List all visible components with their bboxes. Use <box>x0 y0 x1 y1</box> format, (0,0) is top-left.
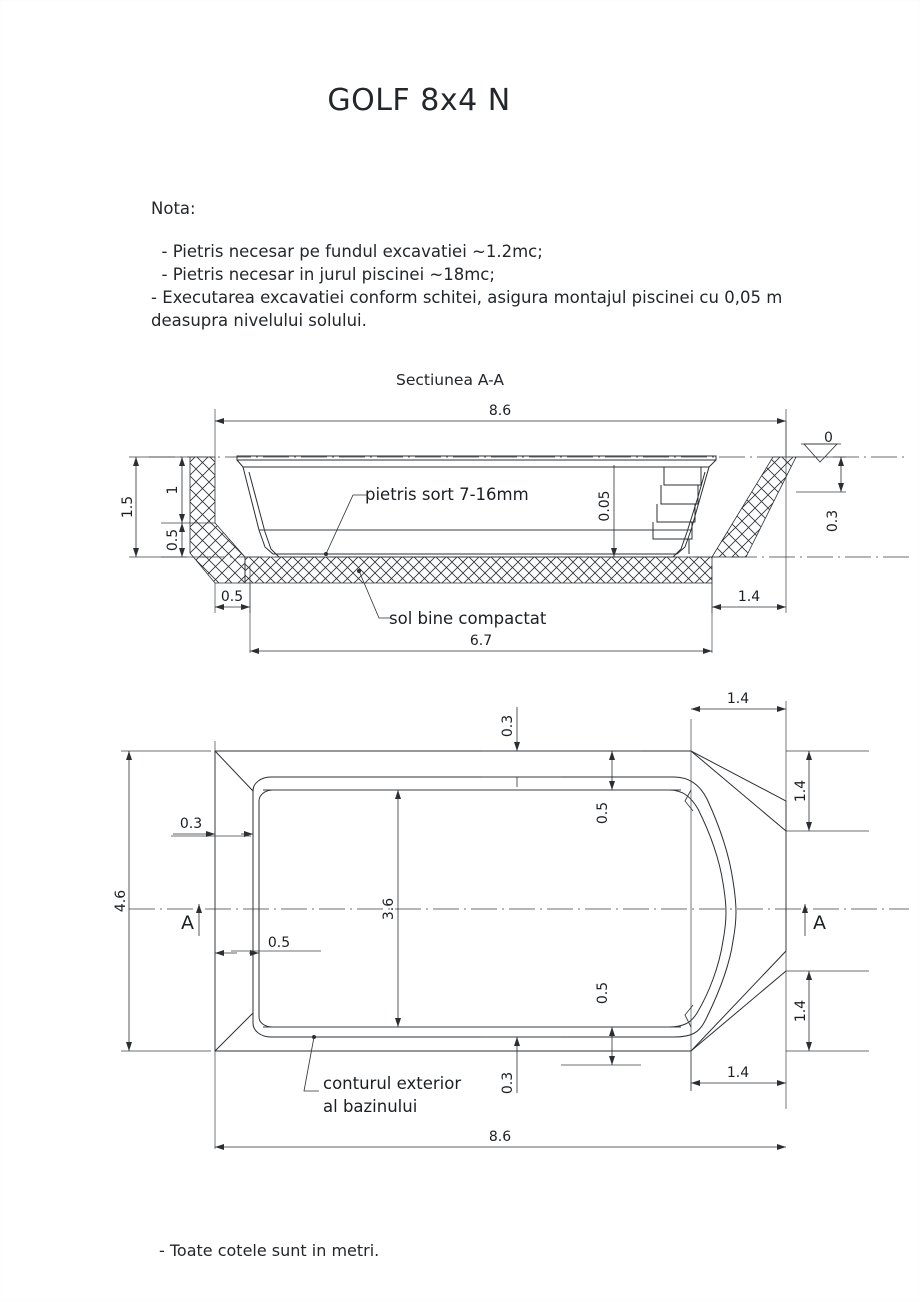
right-bottom-bevel <box>690 970 787 1052</box>
dim-plan-pool-width: 3.6 <box>381 790 401 1027</box>
right-step-notch-bottom <box>684 1004 694 1028</box>
step-4 <box>652 522 693 540</box>
bottom-gravel-hatch <box>244 556 713 584</box>
dim-0-3-drop: 0.3 <box>825 510 841 532</box>
note-item-1: - Pietris necesar pe fundul excavatiei ~… <box>151 242 543 261</box>
dim-plan-overall-width: 8.6 <box>215 1129 786 1150</box>
footer-note: - Toate cotele sunt in metri. <box>159 1241 380 1260</box>
dim-ground-drop: 0.3 <box>796 456 846 532</box>
right-top-bevel <box>690 750 787 832</box>
section-aa-drawing: 0 8.6 6.7 1.5 <box>120 403 909 654</box>
dim-plan-3-6: 3.6 <box>381 898 397 920</box>
right-excavation-hatch <box>711 456 797 558</box>
note-item-3: - Executarea excavatiei conform schitei,… <box>151 288 783 330</box>
dim-plan-bottom-gap: 0.3 <box>481 1036 561 1094</box>
dim-plan-left-gap2: 0.5 <box>215 935 321 956</box>
dim-plan-0-3-bottom: 0.3 <box>500 1072 516 1094</box>
leader-gravel <box>324 494 367 556</box>
dim-8-6-top: 8.6 <box>489 403 511 419</box>
annotation-gravel: pietris sort 7-16mm <box>365 485 529 504</box>
dim-left-offset: 0.5 <box>214 583 251 613</box>
dim-plan-overall-height: 4.6 <box>113 750 211 1052</box>
dim-plan-top-offset: 0.5 <box>561 750 641 824</box>
page-title-text: GOLF 8x4 N <box>327 83 511 118</box>
dim-1-5: 1.5 <box>120 496 136 518</box>
dim-right-offset: 1.4 <box>711 421 787 613</box>
elevation-zero-value: 0 <box>824 430 833 446</box>
step-1 <box>663 467 702 486</box>
dim-section-top-width: 8.6 <box>214 403 787 457</box>
dim-0-5-left-offset: 0.5 <box>221 589 243 605</box>
dim-plan-corner-y-top: 1.4 <box>786 750 869 832</box>
note-block: Nota: - Pietris necesar pe fundul excava… <box>151 199 871 332</box>
dim-plan-0-5-top: 0.5 <box>595 802 611 824</box>
dim-plan-0-3-left: 0.3 <box>180 816 202 832</box>
dim-plan-1-4-bottom-x: 1.4 <box>727 1065 749 1081</box>
dim-plan-left-gap: 0.3 <box>171 816 253 837</box>
leader-soil <box>357 569 391 619</box>
dim-plan-0-5-bottom: 0.5 <box>595 982 611 1004</box>
elevation-zero-symbol: 0 <box>801 430 841 463</box>
section-aa-label: Sectiunea A-A <box>396 371 505 389</box>
step-2 <box>660 485 699 505</box>
pool-shell-section <box>236 455 717 558</box>
dim-pool-depth: 1 <box>161 457 215 524</box>
plan-view-drawing: 8.6 4.6 3.6 0.3 <box>113 691 909 1150</box>
excavation-outline <box>214 750 787 1052</box>
right-step-notch-top <box>684 789 694 812</box>
pool-outer-contour <box>252 776 737 1038</box>
dim-plan-corner-y-bottom: 1.4 <box>786 970 869 1052</box>
dim-plan-corner-x-top: 1.4 <box>691 691 786 712</box>
dim-plan-1-4-top-y: 1.4 <box>793 780 809 802</box>
dim-0-5-left-depth: 0.5 <box>165 529 181 551</box>
dim-shallow-depth: 0.5 <box>165 523 185 557</box>
annotation-soil: sol bine compactat <box>389 609 547 628</box>
dim-plan-8-6: 8.6 <box>489 1129 511 1145</box>
left-excavation-hatch <box>189 456 246 584</box>
dim-plan-1-4-bottom-y: 1.4 <box>793 1000 809 1022</box>
dim-1: 1 <box>165 486 181 495</box>
section-mark-left-letter: A <box>181 912 194 934</box>
dim-plan-0-5-left: 0.5 <box>268 935 290 951</box>
step-3 <box>656 504 696 523</box>
leader-outer-contour <box>303 1035 319 1092</box>
pool-inner-wall <box>242 466 710 555</box>
excavation-hatch-region <box>189 456 797 584</box>
annotation-outer-contour-line2: al bazinului <box>323 1097 417 1116</box>
dim-plan-1-4-top-x: 1.4 <box>727 691 749 707</box>
pool-coping-top <box>236 455 717 461</box>
dim-plan-4-6: 4.6 <box>113 890 129 912</box>
section-mark-right-letter: A <box>813 912 826 934</box>
dim-0-05: 0.05 <box>597 490 613 521</box>
pool-inner-contour <box>258 789 727 1028</box>
page-title: GOLF 8x4 N <box>1 83 920 118</box>
note-item-2: - Pietris necesar in jurul piscinei ~18m… <box>151 265 495 284</box>
pool-coping-under <box>236 459 717 468</box>
note-heading: Nota: <box>151 199 196 218</box>
dim-total-depth: 1.5 <box>120 456 211 558</box>
note-list: - Pietris necesar pe fundul excavatiei ~… <box>151 240 871 332</box>
section-mark-right: A <box>802 904 826 936</box>
dim-plan-0-3-top: 0.3 <box>500 715 516 737</box>
dim-6-7-bottom: 6.7 <box>470 633 492 649</box>
left-top-bevel <box>214 750 254 792</box>
dim-above-ground: 0.05 <box>597 465 617 557</box>
annotation-outer-contour-line1: conturul exterior <box>323 1074 461 1093</box>
dim-plan-top-gap: 0.3 <box>481 707 561 787</box>
dim-plan-bottom-offset: 0.5 <box>561 982 641 1066</box>
dim-1-4-right-offset: 1.4 <box>738 589 760 605</box>
left-bottom-bevel <box>214 1012 254 1052</box>
section-mark-left: A <box>181 904 202 936</box>
dim-plan-corner-x-bottom: 1.4 <box>690 1051 786 1091</box>
